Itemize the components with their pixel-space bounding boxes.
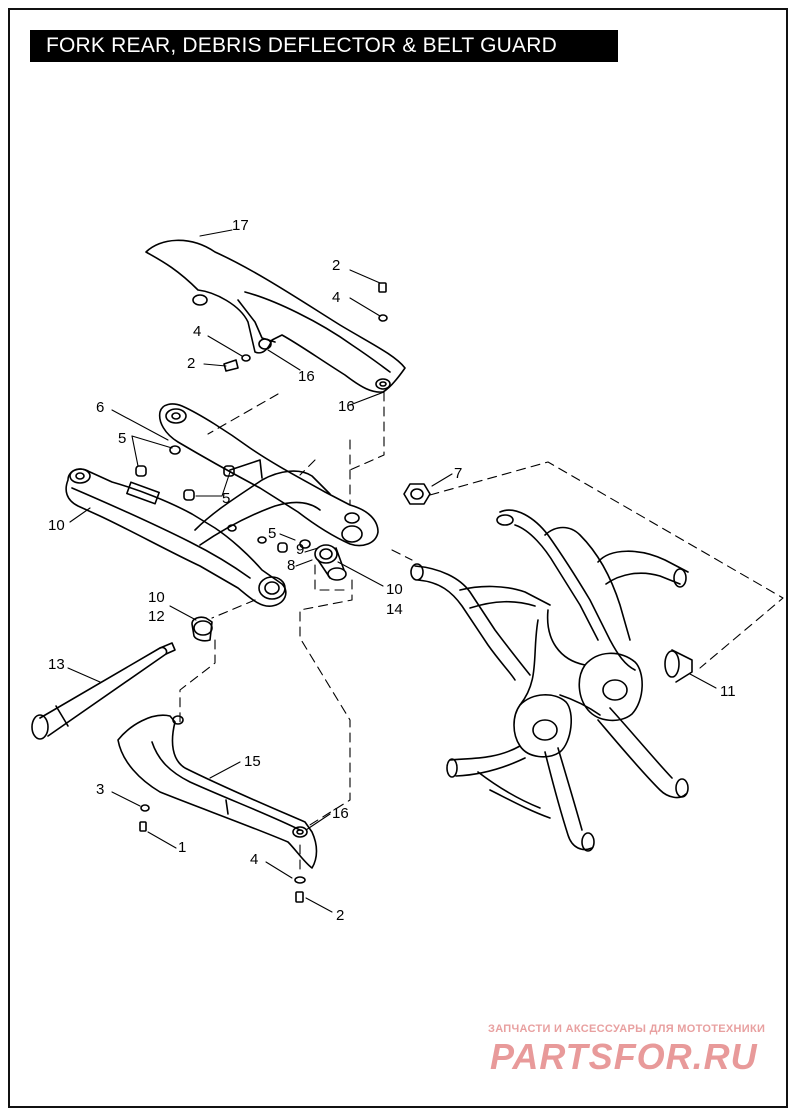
callout-label: 10 [148,589,165,606]
callout-label: 6 [96,399,104,416]
callout-label: 5 [222,490,230,507]
callout-label: 17 [232,217,249,234]
callout-label: 2 [332,257,340,274]
callout-label: 16 [338,398,355,415]
callout-labels: 17 2 4 4 2 16 16 6 5 5 10 7 5 9 8 10 14 … [48,217,736,924]
belt-guard-upper [145,239,406,393]
callout-label: 5 [118,430,126,447]
swingarm-fork [65,403,379,607]
debris-deflector [117,714,318,869]
callout-label: 5 [268,525,276,542]
callout-label: 4 [332,289,340,306]
fastener-hardware [139,282,388,903]
callout-label: 15 [244,753,261,770]
assembly-dashed-lines [179,391,784,876]
callout-label: 12 [148,608,165,625]
callout-label: 4 [250,851,258,868]
callout-label: 4 [193,323,201,340]
callout-label: 2 [187,355,195,372]
callout-label: 11 [720,683,736,700]
nut-part-7 [403,483,431,505]
callout-leader-lines [67,229,717,913]
callout-label: 8 [287,557,295,574]
callout-label: 16 [298,368,315,385]
callout-label: 7 [454,465,462,482]
callout-label: 1 [178,839,186,856]
callout-label: 10 [48,517,65,534]
watermark-tagline: ЗАПЧАСТИ И АКСЕССУАРЫ ДЛЯ МОТОТЕХНИКИ [488,1023,766,1035]
spacer-part-11 [664,649,693,683]
watermark-brand-logo: PARTSFOR.RU [490,1036,758,1077]
callout-label: 9 [296,541,304,558]
callout-label: 16 [332,805,349,822]
callout-label: 10 [386,581,403,598]
callout-label: 13 [48,656,65,673]
page-title: FORK REAR, DEBRIS DEFLECTOR & BELT GUARD [30,30,618,62]
motorcycle-frame [410,509,689,852]
callout-label: 2 [336,907,344,924]
page-frame [8,8,788,1108]
pivot-shaft [31,642,176,740]
callout-label: 3 [96,781,104,798]
callout-label: 14 [386,601,403,618]
